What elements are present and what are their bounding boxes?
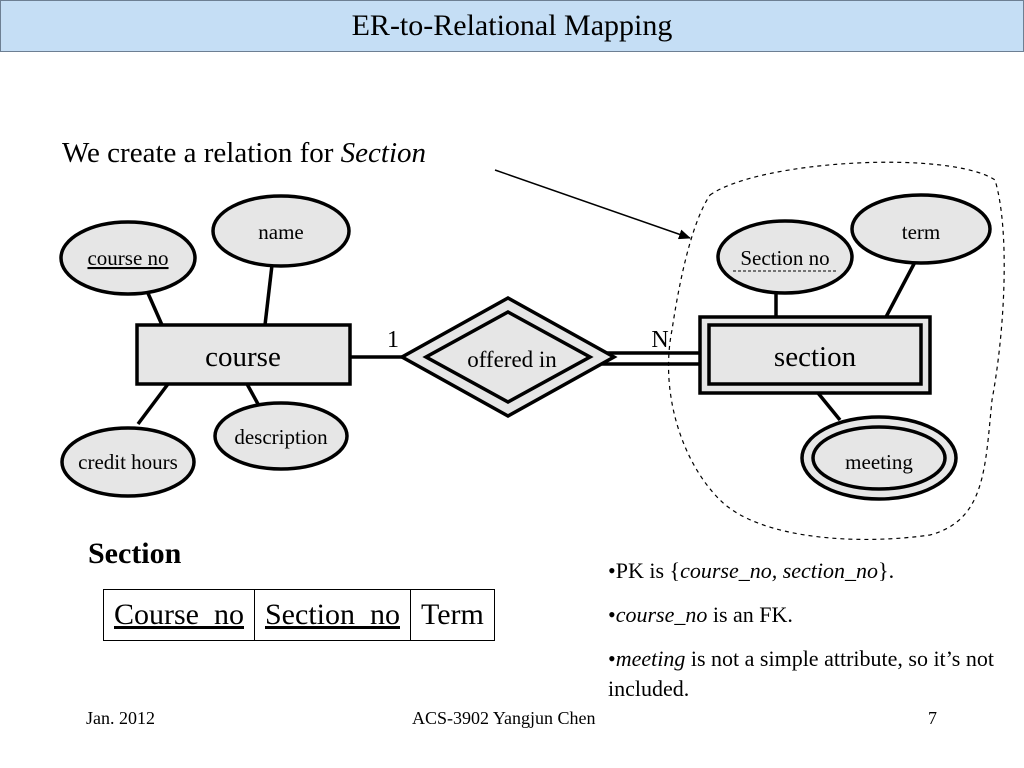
course-no-label: course no	[87, 246, 168, 270]
column-course-no: Course_no	[103, 589, 255, 641]
section-entity-label: section	[774, 341, 857, 373]
footer-date: Jan. 2012	[86, 708, 155, 728]
course-no-attribute	[59, 220, 197, 296]
table-row: Course_no Section_no Term	[103, 589, 495, 641]
credit-hours-label: credit hours	[78, 450, 178, 474]
relation-schema-table: Course_no Section_no Term	[103, 589, 495, 641]
offered-in-relationship-inner	[422, 310, 594, 404]
footer-course: ACS-3902 Yangjun Chen	[412, 708, 596, 728]
course-entity	[135, 323, 352, 386]
notes-list: •PK is {course_no, section_no}. •course_…	[608, 556, 1018, 718]
relation-title: Section	[88, 537, 182, 570]
description-label: description	[234, 425, 328, 449]
offered-in-label: offered in	[467, 347, 557, 372]
note-meeting: •meeting is not a simple attribute, so i…	[608, 644, 1018, 704]
meeting-label: meeting	[845, 450, 913, 474]
column-section-no: Section_no	[254, 589, 411, 641]
note-pk: •PK is {course_no, section_no}.	[608, 556, 1018, 586]
slide-title: ER-to-Relational Mapping	[351, 9, 673, 42]
footer-page-number: 7	[928, 708, 937, 728]
intro-text: We create a relation for Section	[62, 137, 426, 170]
link-name	[263, 264, 274, 326]
pointer-arrow	[494, 169, 691, 240]
section-entity-inner	[707, 323, 923, 386]
term-attribute	[850, 193, 992, 265]
cardinality-many: N	[651, 327, 668, 353]
link-credit-hours	[136, 382, 170, 426]
note-pk-emphasis: course_no, section_no	[680, 558, 879, 583]
cardinality-one: 1	[387, 327, 399, 353]
section-no-label: Section no	[740, 246, 829, 270]
meeting-attribute-inner	[811, 425, 947, 491]
section-no-attribute	[716, 219, 854, 295]
note-fk-emphasis: course_no	[615, 602, 708, 627]
course-entity-label: course	[205, 341, 281, 373]
note-meeting-prefix: •	[608, 646, 616, 671]
slide-title-bar: ER-to-Relational Mapping	[0, 0, 1024, 52]
name-label: name	[258, 220, 303, 244]
intro-prefix: We create a relation for	[62, 137, 341, 169]
note-meeting-emphasis: meeting	[615, 646, 686, 671]
description-attribute	[213, 401, 349, 471]
column-term: Term	[410, 589, 495, 641]
term-label: term	[902, 220, 940, 244]
note-fk: •course_no is an FK.	[608, 600, 1018, 630]
credit-hours-attribute	[60, 426, 196, 498]
link-description	[245, 383, 260, 405]
intro-emphasis: Section	[340, 137, 426, 169]
name-attribute	[211, 194, 351, 268]
note-fk-prefix: •	[608, 602, 616, 627]
note-fk-suffix: is an FK.	[707, 602, 793, 627]
link-course-no	[145, 290, 164, 326]
note-pk-suffix: }.	[878, 558, 895, 583]
note-meeting-suffix: is not a simple attribute, so it’s not i…	[608, 646, 994, 701]
note-pk-prefix: •PK is {	[608, 558, 681, 583]
link-term	[884, 261, 917, 318]
link-meeting	[816, 391, 842, 422]
